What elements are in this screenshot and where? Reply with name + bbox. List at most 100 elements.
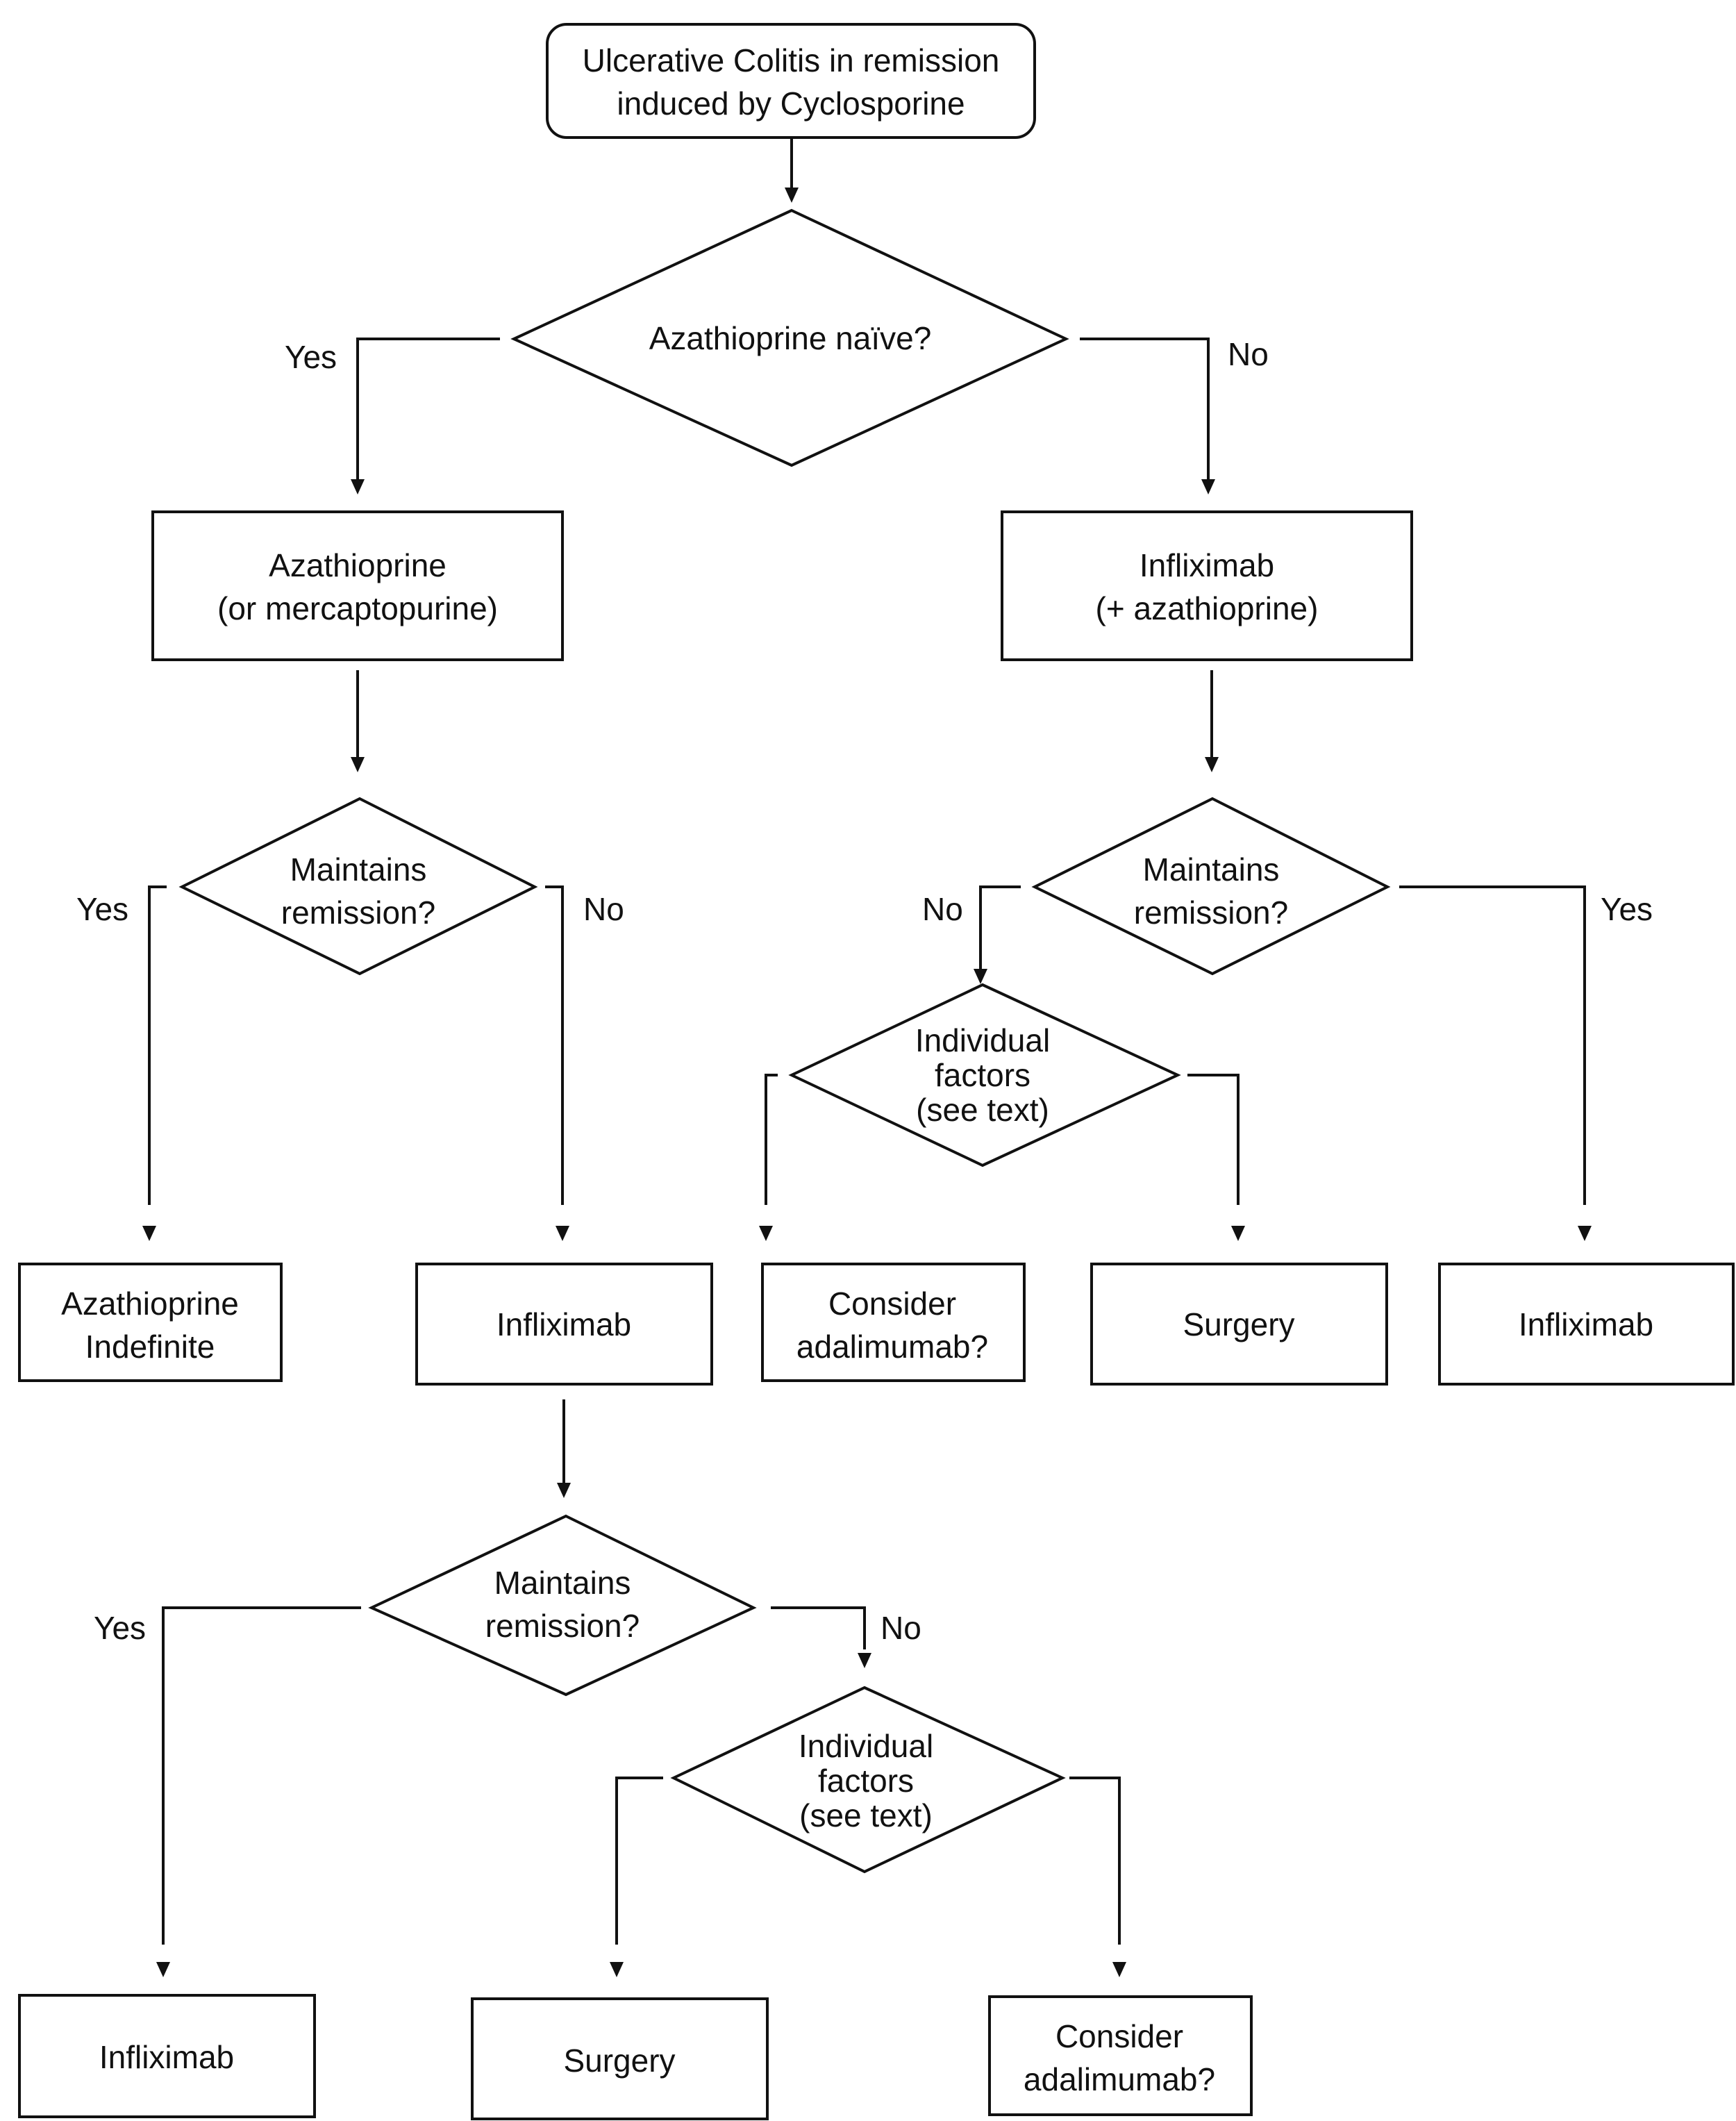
process-infliximab-text: Infliximab [496,1306,631,1342]
arrowhead [1205,757,1219,772]
decision-azathioprine-naive-text: Azathioprine naïve? [649,320,932,356]
decision-maintains-remission-bottom: Maintains remission? [368,1514,757,1697]
decision-diamond [670,1686,1066,1874]
arrowhead [1112,1962,1126,1977]
decision-individual-factors-bottom: Individual factors (see text) [670,1686,1066,1874]
yes-label: Yes [1601,891,1653,927]
edge-bottom-maintains-yes [162,1606,361,1945]
decision-individual-bottom-line-3: (see text) [799,1797,933,1833]
process-infliximab: Infliximab [415,1263,713,1386]
arrowhead [351,479,365,494]
decision-diamond [178,797,538,976]
arrowhead [1231,1226,1245,1241]
arrowheads [142,188,1592,1977]
process-box [151,510,564,661]
outcome-consider-adalimumab-bottom: Consider adalimumab? [988,1995,1253,2116]
edge-labels: Yes No Yes No No Yes Yes No [76,336,1653,1646]
outcome-aza-indefinite-line-1: Azathioprine [61,1286,239,1322]
start-node-box [546,23,1036,139]
outcome-surgery-bottom-text: Surgery [563,2043,675,2079]
arrowhead [351,757,365,772]
arrowhead [759,1226,773,1241]
process-infliximab-azathioprine: Infliximab (+ azathioprine) [1001,510,1413,661]
outcome-infliximab-bottom: Infliximab [18,1994,316,2118]
arrowhead [1578,1226,1592,1241]
yes-label: Yes [94,1610,146,1646]
edge-bottom-individual-adalimumab [1069,1777,1121,1945]
start-node-line-1: Ulcerative Colitis in remission [583,42,1000,78]
connectors [148,139,1586,1945]
edge-left-maintains-yes [148,885,167,1205]
edge-naive-yes [356,338,500,479]
outcome-surgery-right: Surgery [1090,1263,1388,1386]
start-node-line-2: induced by Cyclosporine [617,85,965,122]
decision-individual-right-line-3: (see text) [916,1092,1049,1128]
no-label: No [1228,336,1269,372]
arrowhead [1201,479,1215,494]
no-label: No [583,891,624,927]
arrowhead [556,1226,569,1241]
outcome-infliximab-right: Infliximab [1438,1263,1735,1386]
edge-left-maintains-no [545,885,564,1205]
decision-maintains-right-line-1: Maintains [1143,851,1280,888]
outcome-surgery-right-text: Surgery [1183,1306,1294,1342]
arrowhead [785,188,799,203]
outcome-azathioprine-indefinite: Azathioprine Indefinite [18,1263,283,1382]
outcome-box [471,1997,769,2120]
outcome-infliximab-bottom-text: Infliximab [99,2039,234,2075]
decision-diamond [368,1514,757,1697]
process-azathioprine: Azathioprine (or mercaptopurine) [151,510,564,661]
edge-right-maintains-yes [1399,885,1586,1205]
outcome-box [18,1263,283,1382]
no-label: No [880,1610,921,1646]
edge-right-individual-adalimumab [765,1074,778,1205]
outcome-consider-adalimumab-right: Consider adalimumab? [761,1263,1026,1382]
process-infliximab-aza-line-1: Infliximab [1140,547,1274,583]
decision-diamond [510,208,1069,467]
outcome-consider-ada-right-line-1: Consider [828,1286,956,1322]
decision-individual-right-line-2: factors [935,1057,1030,1093]
outcome-consider-ada-bottom-line-2: adalimumab? [1024,2061,1215,2097]
decision-maintains-remission-left: Maintains remission? [178,797,538,976]
decision-diamond [788,983,1181,1167]
process-azathioprine-line-2: (or mercaptopurine) [217,590,498,626]
arrowhead [610,1962,624,1977]
decision-individual-right-line-1: Individual [915,1022,1050,1058]
decision-maintains-bottom-line-2: remission? [485,1608,640,1644]
outcome-consider-ada-right-line-2: adalimumab? [796,1329,988,1365]
edge-right-individual-surgery [1187,1074,1240,1205]
decision-maintains-bottom-line-1: Maintains [494,1565,631,1601]
outcome-aza-indefinite-line-2: Indefinite [85,1329,215,1365]
process-box [415,1263,713,1386]
outcome-box [988,1995,1253,2116]
outcome-box [1090,1263,1388,1386]
start-node: Ulcerative Colitis in remission induced … [546,23,1036,139]
outcome-box [18,1994,316,2118]
arrowhead [974,969,987,984]
decision-maintains-remission-right: Maintains remission? [1031,797,1391,976]
process-box [1001,510,1413,661]
decision-individual-bottom-line-2: factors [818,1763,914,1799]
arrowhead [142,1226,156,1241]
decision-maintains-left-line-1: Maintains [290,851,427,888]
arrowhead [156,1962,170,1977]
no-label: No [922,891,963,927]
outcome-infliximab-right-text: Infliximab [1519,1306,1653,1342]
decision-maintains-left-line-2: remission? [281,895,435,931]
process-infliximab-aza-line-2: (+ azathioprine) [1096,590,1319,626]
decision-azathioprine-naive: Azathioprine naïve? [510,208,1069,467]
outcome-surgery-bottom: Surgery [471,1997,769,2120]
edge-bottom-individual-surgery [615,1777,663,1945]
decision-diamond [1031,797,1391,976]
outcome-box [761,1263,1026,1382]
edge-naive-no [1080,338,1210,479]
yes-label: Yes [76,891,128,927]
decision-individual-bottom-line-1: Individual [799,1728,933,1764]
arrowhead [557,1483,571,1498]
outcome-box [1438,1263,1735,1386]
decision-individual-factors-right: Individual factors (see text) [788,983,1181,1167]
edge-bottom-maintains-no [771,1606,866,1649]
yes-label: Yes [285,339,337,375]
decision-maintains-right-line-2: remission? [1134,895,1288,931]
